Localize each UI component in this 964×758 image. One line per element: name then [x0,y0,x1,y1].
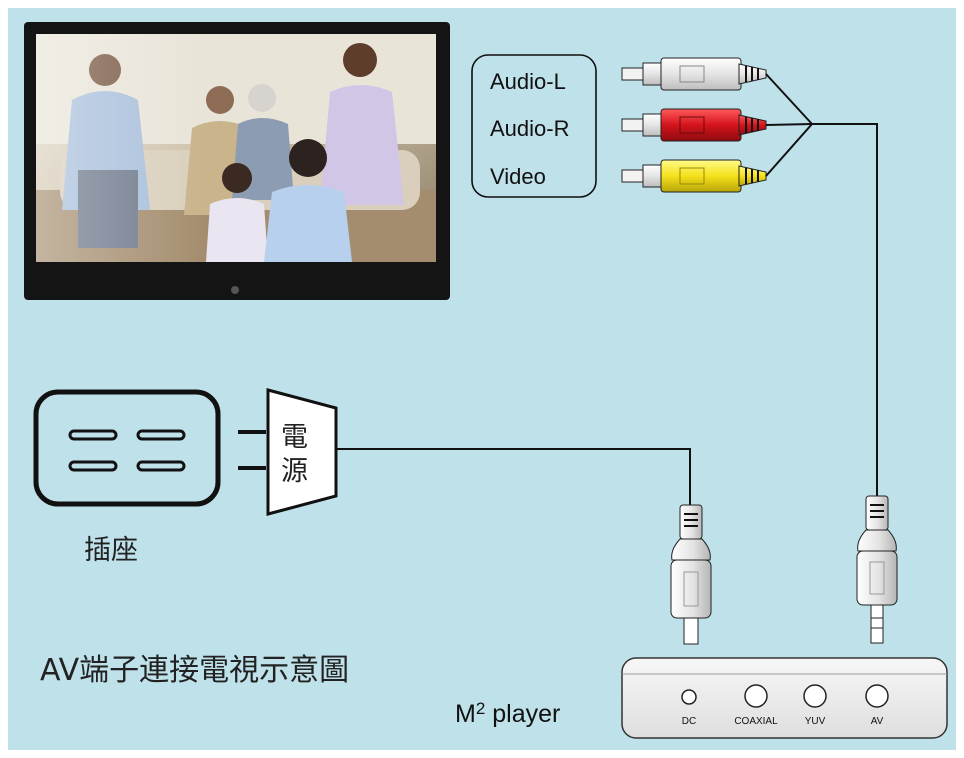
port-coaxial[interactable]: COAXIAL [734,684,778,727]
tv-power-button[interactable] [231,286,239,294]
rca-label-box: Audio-L Audio-R Video [471,54,597,198]
plug-text-2: 源 [281,456,308,487]
socket-label: 插座 [84,535,138,566]
dc-plug [670,504,712,645]
player-name: M2 player [455,699,560,728]
rca-label-audio-r: Audio-R [490,116,569,141]
plug-text-1: 電 [281,422,308,453]
rca-plug-yellow [621,159,767,193]
rca-plug-white [621,57,767,91]
port-label-av: AV [871,716,884,727]
av-plug [856,495,898,644]
port-dc[interactable]: DC [681,689,697,727]
port-yuv[interactable]: YUV [803,684,827,727]
port-label-coaxial: COAXIAL [734,716,778,727]
power-plug: 電 源 [238,388,338,516]
player-device [621,657,948,739]
rca-plug-red [621,108,767,142]
rca-label-audio-l: Audio-L [490,69,566,94]
diagram-caption: AV端子連接電視示意圖 [40,653,349,688]
port-label-yuv: YUV [805,716,826,727]
av-cable [765,73,878,496]
wall-socket [33,389,221,507]
rca-label-video: Video [490,164,546,189]
television [24,22,450,300]
port-label-dc: DC [682,716,696,727]
power-cable [336,448,691,505]
tv-gloss [36,34,206,262]
port-av[interactable]: AV [865,684,889,727]
